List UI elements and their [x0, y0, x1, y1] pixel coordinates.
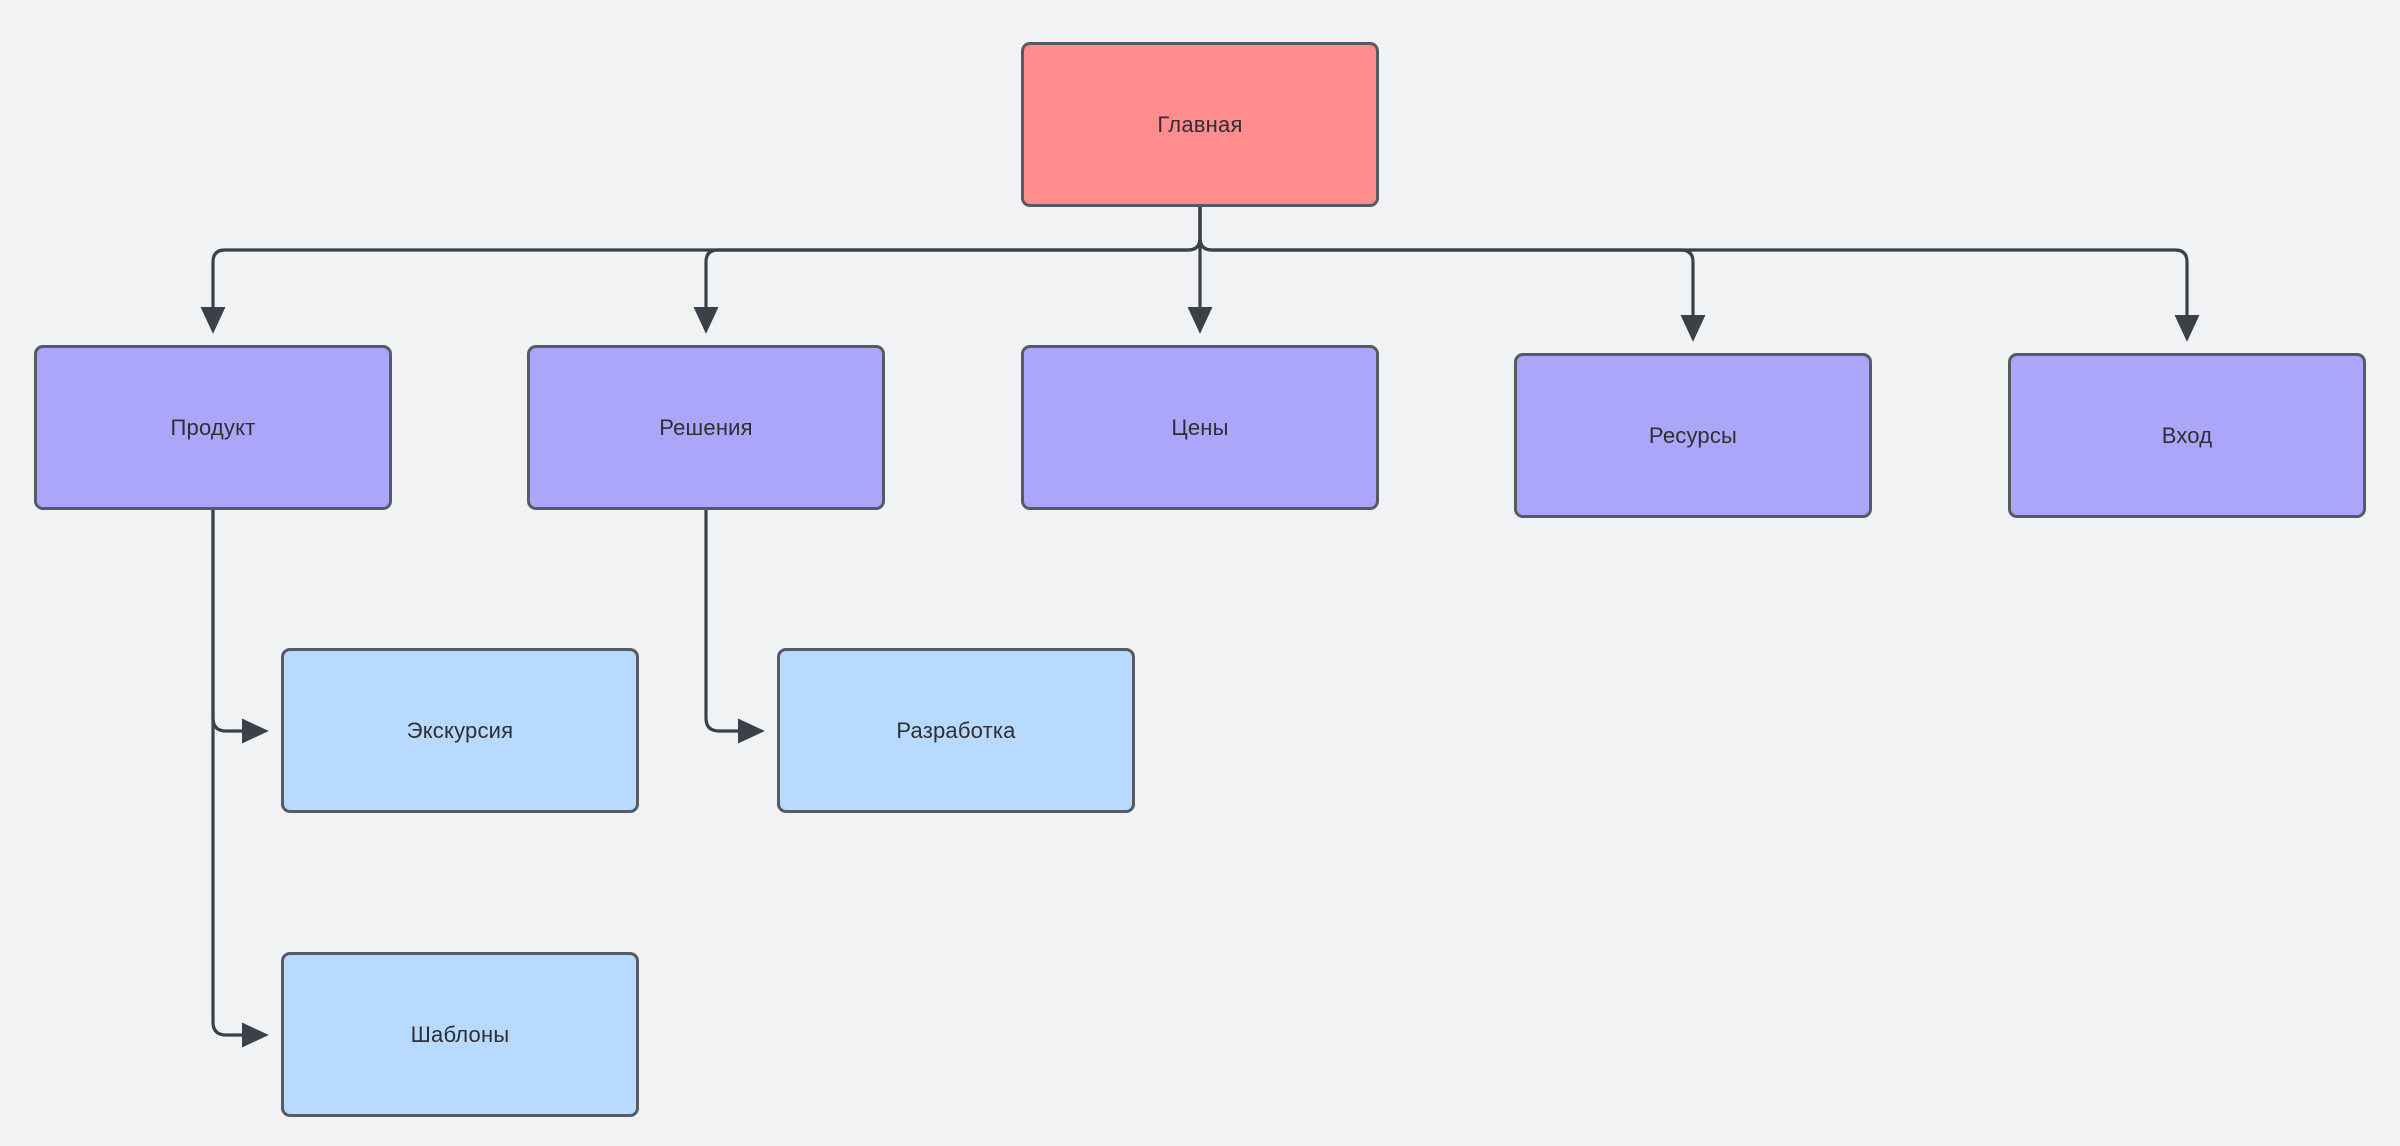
node-templates-label: Шаблоны [410, 1021, 510, 1047]
node-product-label: Продукт [170, 414, 256, 440]
node-development[interactable]: Разработка [777, 648, 1135, 813]
edge-solutions-development [704, 510, 765, 744]
node-pricing[interactable]: Цены [1021, 345, 1379, 510]
edge-home-product [200, 207, 1202, 334]
node-resources-label: Ресурсы [1648, 422, 1738, 448]
node-home-label: Главная [1157, 111, 1243, 137]
node-pricing-label: Цены [1171, 414, 1229, 440]
node-templates[interactable]: Шаблоны [281, 952, 639, 1117]
node-tour[interactable]: Экскурсия [281, 648, 639, 813]
node-solutions[interactable]: Решения [527, 345, 885, 510]
node-resources[interactable]: Ресурсы [1514, 353, 1872, 518]
node-login-label: Вход [2161, 422, 2213, 448]
edge-product-tour [211, 510, 269, 744]
edge-home-login [1198, 207, 2200, 342]
edge-product-templates [211, 510, 269, 1048]
node-product[interactable]: Продукт [34, 345, 392, 510]
node-home[interactable]: Главная [1021, 42, 1379, 207]
node-tour-label: Экскурсия [406, 717, 514, 743]
edge-home-resources [1198, 207, 1706, 342]
node-development-label: Разработка [896, 717, 1016, 743]
node-solutions-label: Решения [659, 414, 753, 440]
edge-home-solutions [693, 207, 1202, 334]
node-login[interactable]: Вход [2008, 353, 2366, 518]
